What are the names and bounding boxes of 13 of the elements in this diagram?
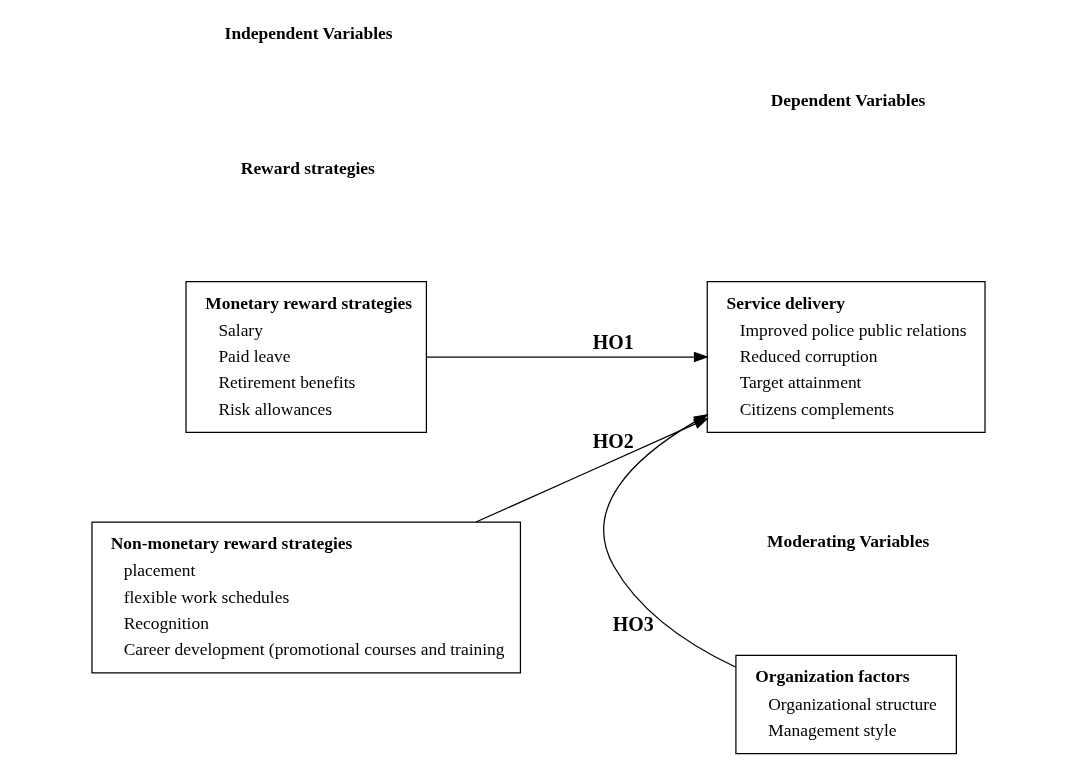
label: Dependent Variables: [770, 90, 925, 111]
edge-label: HO2: [592, 429, 634, 452]
edge-label: HO1: [592, 331, 634, 354]
node-box: Organization factors Organizational structure Management style: [734, 654, 957, 755]
node-box: Non-monetary reward strategies placement flexible work schedules Recognition Career development (promotional courses and training: [90, 521, 521, 674]
arrow: [602, 413, 736, 668]
node-box: Monetary reward strategies Salary Paid leave Retirement benefits Risk allowances: [184, 281, 427, 433]
arrow: [425, 351, 709, 363]
label: Independent Variables: [224, 23, 393, 44]
edge-label: HO3: [612, 612, 654, 635]
label: Reward strategies: [240, 157, 375, 178]
node-box: Service delivery Improved police public relations Reduced corruption Target attainment Citizens complements: [706, 281, 986, 433]
label: Moderating Variables: [766, 531, 929, 552]
